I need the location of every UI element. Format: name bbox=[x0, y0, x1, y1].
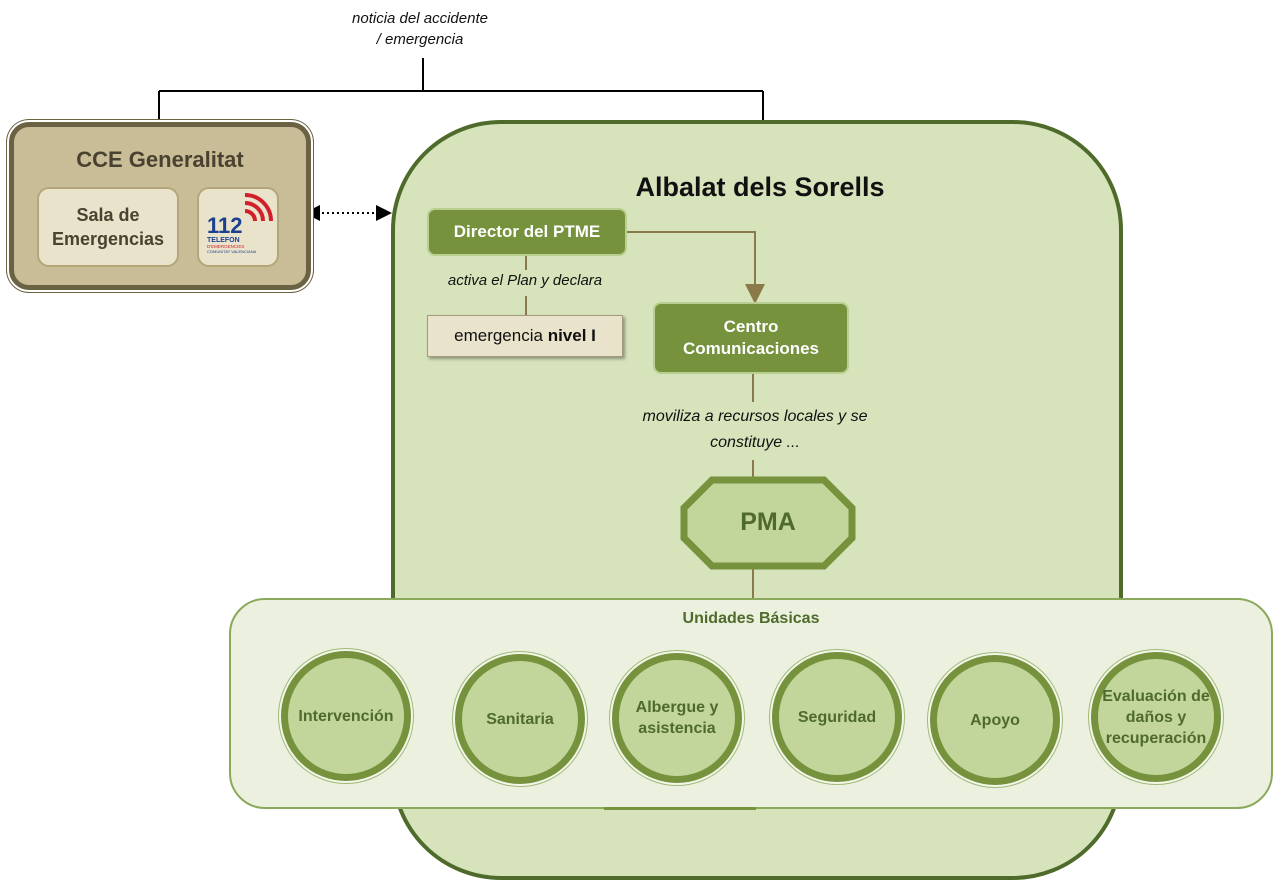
cce-title: CCE Generalitat bbox=[76, 147, 244, 172]
unidad-label: Albergue y bbox=[635, 699, 719, 716]
unidad-label: Sanitaria bbox=[486, 710, 554, 728]
sala-emergencias-box: Sala de Emergencias bbox=[37, 187, 179, 267]
activa-text: activa el Plan y declara bbox=[447, 272, 603, 289]
logo-text3: COMUNITAT VALENCIANA bbox=[207, 249, 257, 254]
top-note-line2: / emergencia bbox=[376, 31, 464, 48]
unidades-basicas-panel: Unidades Básicas Intervención Sanitaria … bbox=[229, 598, 1273, 809]
albalat-title: Albalat dels Sorells bbox=[635, 172, 885, 202]
logo-number: 112 bbox=[207, 213, 243, 238]
unidad-seguridad: Seguridad bbox=[772, 652, 902, 782]
unidad-intervencion: Intervención bbox=[281, 651, 411, 781]
unidad-label: Evaluación de bbox=[1102, 687, 1210, 705]
emergencia-nivel-box: emergencia nivel I bbox=[427, 315, 623, 357]
moviliza-line2: constituye ... bbox=[710, 434, 800, 451]
centro-comunicaciones-box: Centro Comunicaciones bbox=[653, 302, 849, 374]
centro-line1: Centro bbox=[723, 317, 779, 336]
logo-112-box: 112 TELEFON D'EMERGENCIES COMUNITAT VALE… bbox=[197, 187, 279, 267]
unidad-label: Apoyo bbox=[970, 711, 1020, 729]
top-note: noticia del accidente / emergencia bbox=[320, 8, 520, 50]
moviliza-text: moviliza a recursos locales y se constit… bbox=[595, 404, 915, 456]
unidad-label-2: daños y bbox=[1125, 708, 1187, 726]
emergency-112-logo: 112 TELEFON D'EMERGENCIES COMUNITAT VALE… bbox=[207, 193, 273, 254]
centro-line2: Comunicaciones bbox=[682, 339, 820, 358]
sala-line2: Emergencias bbox=[51, 229, 165, 249]
unidad-label: Intervención bbox=[298, 707, 394, 725]
unidad-label-3: recuperación bbox=[1105, 729, 1207, 747]
unidades-title: Unidades Básicas bbox=[682, 610, 820, 627]
unidad-sanitaria: Sanitaria bbox=[455, 654, 585, 784]
top-note-line1: noticia del accidente bbox=[352, 10, 488, 27]
sala-line1: Sala de bbox=[76, 205, 140, 225]
logo-text1: TELEFON bbox=[207, 237, 240, 244]
nivel-prefix: emergencia bbox=[454, 326, 548, 345]
pma-label: PMA bbox=[740, 507, 796, 536]
cce-generalitat-box: CCE Generalitat Sala de Emergencias 112 … bbox=[9, 122, 311, 290]
nivel-bold: nivel I bbox=[547, 326, 596, 345]
unidad-label-2: asistencia bbox=[638, 720, 716, 737]
moviliza-line1: moviliza a recursos locales y se bbox=[642, 408, 868, 425]
director-ptme-box: Director del PTME bbox=[427, 208, 627, 256]
logo-text2: D'EMERGENCIES bbox=[207, 244, 244, 249]
unidad-apoyo: Apoyo bbox=[930, 655, 1060, 785]
unidad-label: Seguridad bbox=[797, 708, 877, 726]
unidad-albergue: Albergue y asistencia bbox=[612, 653, 742, 783]
signal-wave-icon bbox=[244, 209, 257, 222]
unidad-evaluacion: Evaluación de daños y recuperación bbox=[1091, 652, 1221, 782]
bottom-accent-bar bbox=[604, 807, 756, 810]
